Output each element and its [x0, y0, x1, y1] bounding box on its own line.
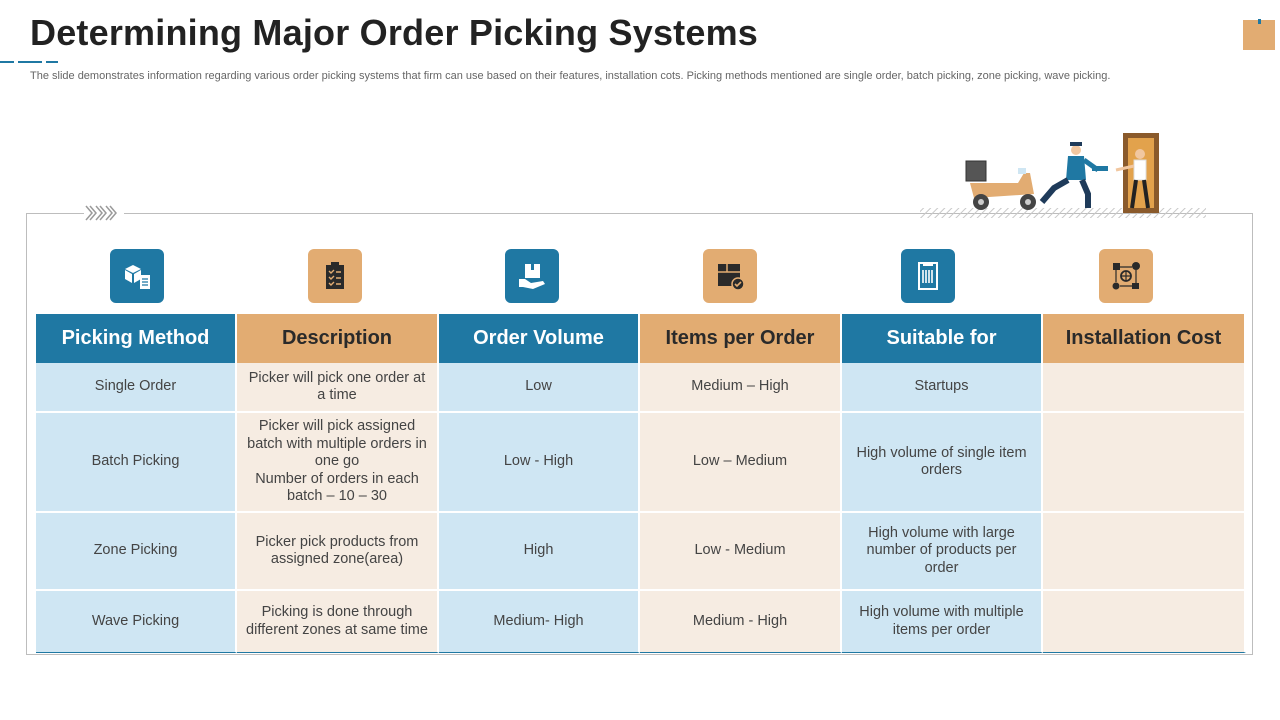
cell-items-per-order: Medium – High: [640, 363, 842, 413]
table-row: Zone Picking Picker pick products from a…: [36, 513, 1246, 591]
cell-method: Wave Picking: [36, 591, 237, 653]
cell-order-volume: High: [439, 513, 640, 591]
cost-network-icon: [1099, 249, 1153, 303]
cell-installation-cost: [1043, 513, 1246, 591]
description-line: Picker will pick assigned batch with mul…: [247, 418, 427, 470]
corner-decoration: [1243, 19, 1275, 50]
scooter-icon: [965, 160, 1036, 210]
header-description: Description: [237, 314, 439, 363]
cell-suitable-for: High volume with large number of product…: [842, 513, 1043, 591]
description-line: Picking is done through different zones …: [246, 604, 428, 638]
slide-subtitle: The slide demonstrates information regar…: [30, 70, 1111, 82]
table-row: Single Order Picker will pick one order …: [36, 363, 1246, 413]
header-picking-method: Picking Method: [36, 314, 237, 363]
cell-method: Zone Picking: [36, 513, 237, 591]
description-line: Number of orders in each batch – 10 – 30: [255, 470, 419, 505]
cell-order-volume: Medium- High: [439, 591, 640, 653]
door-receiver-icon: [1115, 133, 1159, 213]
courier-figure-icon: [1039, 142, 1108, 208]
table-row: Wave Picking Picking is done through dif…: [36, 591, 1246, 653]
header-installation-cost: Installation Cost: [1043, 314, 1246, 363]
cell-items-per-order: Medium - High: [640, 591, 842, 653]
box-check-icon: [703, 249, 757, 303]
table-header-row: Picking Method Description Order Volume …: [36, 314, 1246, 363]
cell-items-per-order: Low - Medium: [640, 513, 842, 591]
cell-installation-cost: [1043, 591, 1246, 653]
cell-method: Batch Picking: [36, 413, 237, 513]
cell-order-volume: Low: [439, 363, 640, 413]
header-order-volume: Order Volume: [439, 314, 640, 363]
description-line: Picker will pick one order at a time: [248, 369, 426, 404]
cell-description: Picking is done through different zones …: [237, 591, 439, 653]
cell-suitable-for: Startups: [842, 363, 1043, 413]
package-hand-icon: [505, 249, 559, 303]
cell-installation-cost: [1043, 413, 1246, 513]
delivery-illustration: [920, 133, 1206, 218]
clipboard-checklist-icon: [308, 249, 362, 303]
header-items-per-order: Items per Order: [640, 314, 842, 363]
table-row: Batch Picking Picker will pick assigned …: [36, 413, 1246, 513]
chevrons-icon: [84, 203, 124, 223]
document-scan-icon: [901, 249, 955, 303]
cell-suitable-for: High volume with multiple items per orde…: [842, 591, 1043, 653]
header-suitable-for: Suitable for: [842, 314, 1043, 363]
cell-order-volume: Low - High: [439, 413, 640, 513]
picking-systems-table: Picking Method Description Order Volume …: [36, 314, 1246, 653]
cell-description: Picker pick products from assigned zone(…: [237, 513, 439, 591]
cell-description: Picker will pick one order at a time: [237, 363, 439, 413]
description-line: Picker pick products from assigned zone(…: [255, 533, 419, 568]
cell-items-per-order: Low – Medium: [640, 413, 842, 513]
cell-method: Single Order: [36, 363, 237, 413]
cell-suitable-for: High volume of single item orders: [842, 413, 1043, 513]
table-frame: [26, 213, 1253, 655]
slide-title: Determining Major Order Picking Systems: [30, 12, 759, 53]
cell-description: Picker will pick assigned batch with mul…: [237, 413, 439, 513]
title-accent-line: [0, 61, 60, 63]
boxes-checklist-icon: [110, 249, 164, 303]
cell-installation-cost: [1043, 363, 1246, 413]
